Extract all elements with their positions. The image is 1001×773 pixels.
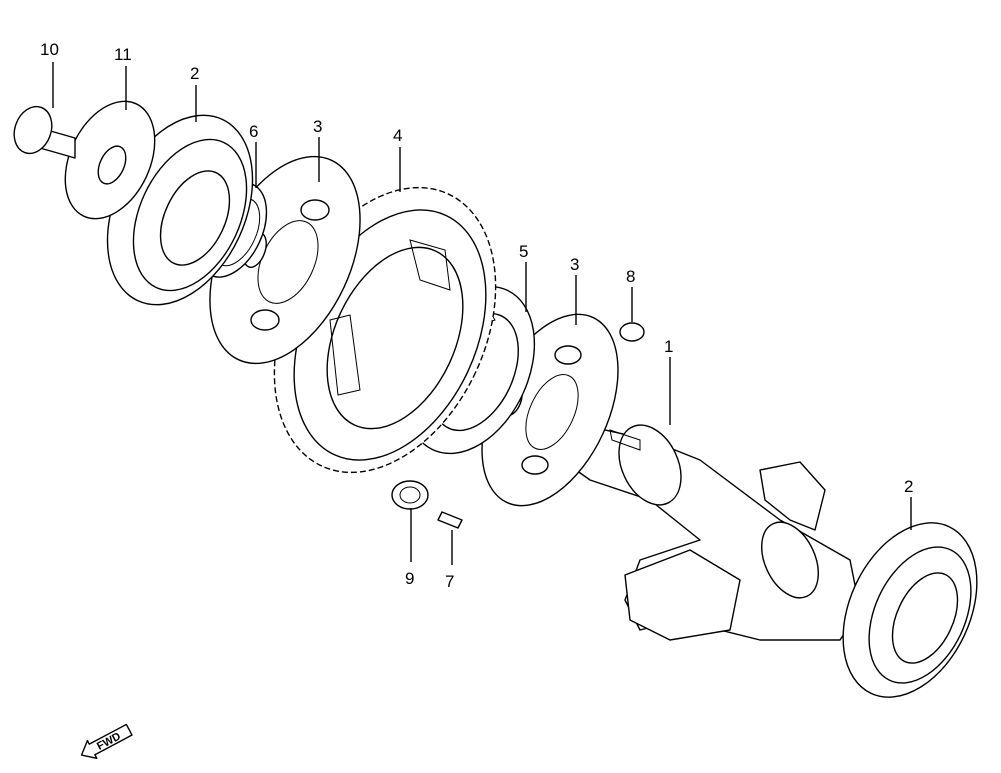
callout-6: 6	[249, 122, 258, 141]
callout-5: 5	[519, 242, 528, 261]
pin	[437, 511, 463, 529]
leader-lines	[52, 62, 912, 565]
fwd-arrow-icon	[80, 723, 133, 759]
bearing-right	[842, 522, 978, 698]
callout-3-left: 3	[313, 117, 322, 136]
callout-11: 11	[114, 45, 132, 64]
callout-2-top: 2	[190, 64, 199, 83]
key	[619, 322, 645, 342]
callout-10: 10	[40, 40, 59, 59]
spring	[391, 480, 429, 510]
callout-3-right: 3	[570, 255, 579, 274]
fwd-label: FWD	[95, 730, 123, 752]
callout-4: 4	[393, 126, 402, 145]
fwd-arrow: FWD	[80, 723, 133, 759]
callout-7: 7	[445, 572, 454, 591]
callout-2-right: 2	[904, 477, 913, 496]
bolt	[13, 105, 76, 159]
callout-9: 9	[405, 569, 414, 588]
balancer-shaft	[554, 419, 861, 641]
washer	[64, 100, 156, 220]
callout-labels: 10 11 2 6 3 4 5 3 8 1 2 9 7	[40, 40, 913, 591]
callout-1: 1	[664, 337, 673, 356]
callout-8: 8	[626, 267, 635, 286]
